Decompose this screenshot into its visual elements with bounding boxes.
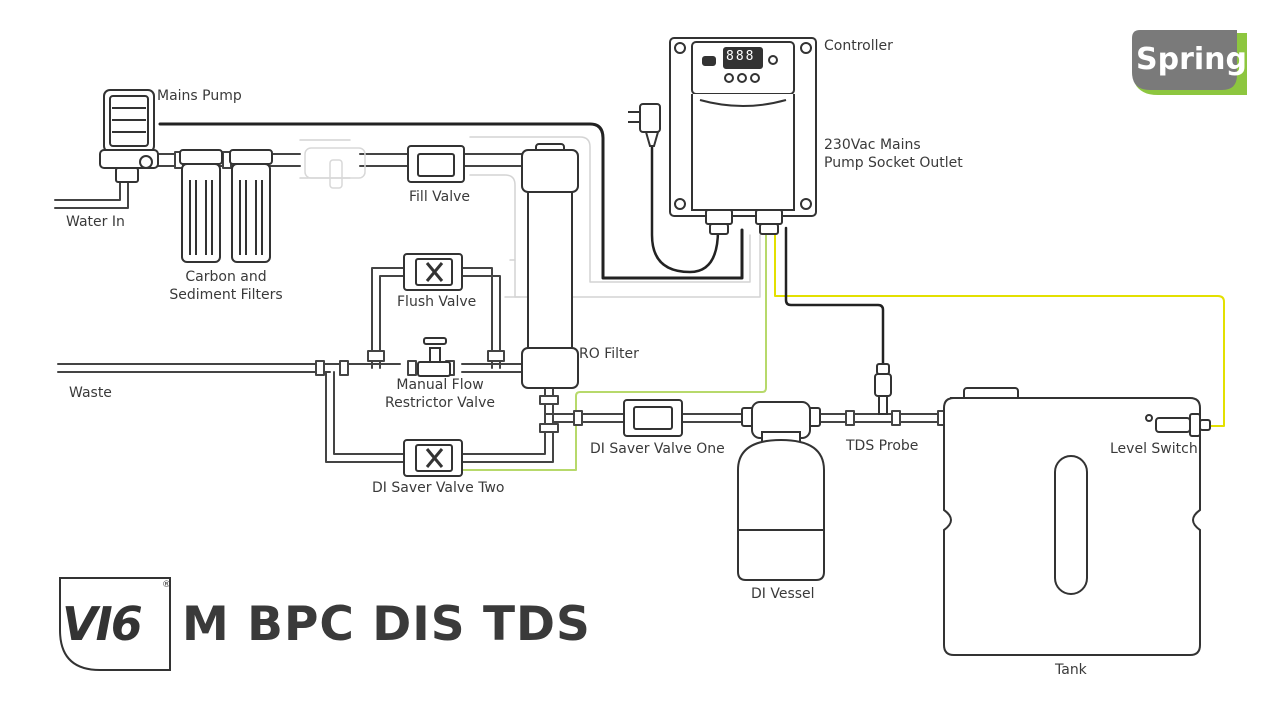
level-switch-label: Level Switch (1110, 441, 1198, 457)
water-in-label: Water In (66, 214, 125, 230)
di-saver-valve-two (403, 439, 463, 477)
ro-filter (521, 143, 579, 389)
mains-pump-label: Mains Pump (157, 88, 242, 104)
mains-socket-label-line1: 230Vac Mains (824, 137, 921, 153)
di-saver-wire (461, 227, 767, 471)
faint-pipes (299, 136, 761, 298)
mains-socket-label-line2: Pump Socket Outlet (824, 155, 963, 171)
di-saver-one-label: DI Saver Valve One (590, 441, 725, 457)
mains-pump (99, 89, 159, 183)
tds-probe (874, 363, 892, 415)
tds-cable (784, 226, 885, 367)
vi6-logo: VI6 (62, 597, 143, 651)
registered-mark: ® (162, 580, 171, 590)
mains-plug (628, 103, 661, 147)
di-vessel-label: DI Vessel (751, 586, 815, 602)
manual-flow-label-line2: Restrictor Valve (385, 395, 495, 411)
vi6-logo-frame (59, 577, 171, 671)
model-name: M BPC DIS TDS (182, 597, 591, 652)
controller-box (669, 37, 817, 235)
fill-valve (407, 145, 465, 183)
di-saver-valve-one (623, 399, 683, 437)
tds-probe-label: TDS Probe (846, 438, 919, 454)
flush-valve-label: Flush Valve (397, 294, 477, 310)
level-switch (1145, 413, 1211, 437)
tank (943, 387, 1201, 656)
di-vessel (737, 401, 825, 581)
carbon-label-line1: Carbon and (185, 269, 267, 285)
fill-valve-label: Fill Valve (409, 189, 471, 205)
waste-label: Waste (69, 385, 112, 401)
tank-label: Tank (1055, 662, 1087, 678)
spring-logo-text: Spring (1136, 42, 1247, 77)
carbon-label-line2: Sediment Filters (169, 287, 283, 303)
ro-filter-label: RO Filter (579, 346, 639, 362)
manual-flow-label-line1: Manual Flow (396, 377, 484, 393)
carbon-sediment-filters (179, 149, 273, 263)
controller-label: Controller (824, 38, 893, 54)
level-switch-wire (774, 227, 1225, 427)
manual-flow-restrictor-valve (417, 337, 451, 377)
pump-cable (158, 122, 744, 280)
spring-logo (1132, 30, 1247, 95)
di-saver-two-label: DI Saver Valve Two (372, 480, 505, 496)
flush-valve (403, 253, 463, 291)
plug-cable (650, 143, 720, 274)
controller-display: 888 (726, 49, 756, 64)
faint-housing (304, 147, 366, 189)
